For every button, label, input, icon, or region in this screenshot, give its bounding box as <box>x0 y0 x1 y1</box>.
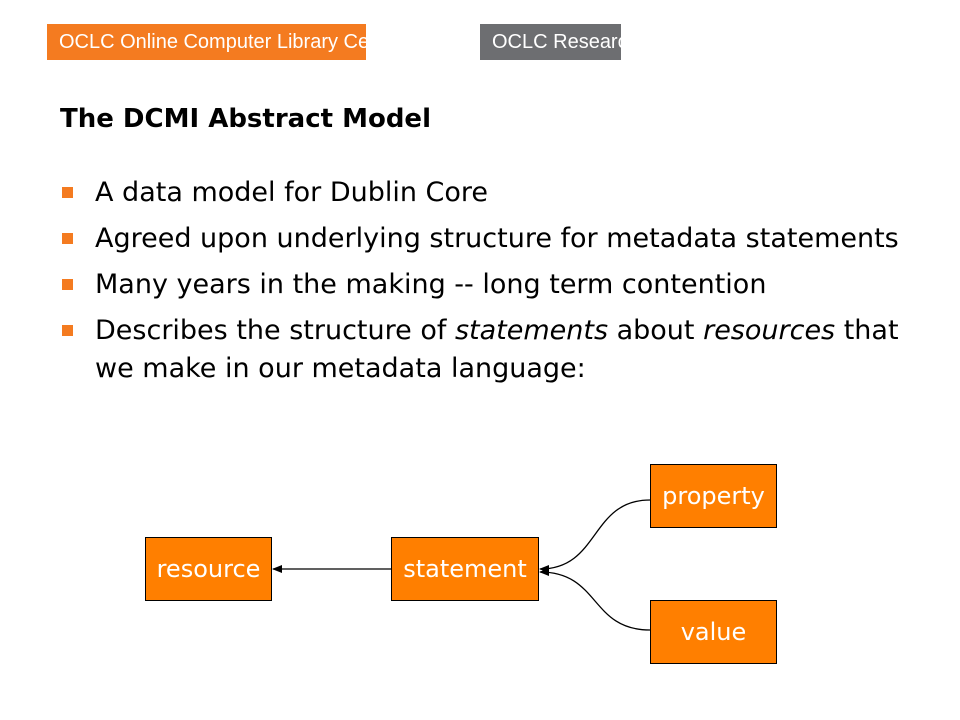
emphasis-statements: statements <box>454 315 609 346</box>
bullet-item: A data model for Dublin Core <box>60 174 920 212</box>
bullet-list: A data model for Dublin Core Agreed upon… <box>60 174 920 396</box>
square-bullet-icon <box>62 187 73 198</box>
bullet-text: A data model for Dublin Core <box>95 177 489 208</box>
node-value: value <box>650 600 777 664</box>
node-resource: resource <box>145 537 272 601</box>
node-statement: statement <box>391 537 539 601</box>
bullet-text: Describes the structure of statements ab… <box>95 315 899 384</box>
bullet-item: Many years in the making -- long term co… <box>60 266 920 304</box>
square-bullet-icon <box>62 325 73 336</box>
bullet-item: Describes the structure of statements ab… <box>60 312 920 388</box>
oclc-brand-banner: OCLC Online Computer Library Center <box>47 24 404 60</box>
bullet-item: Agreed upon underlying structure for met… <box>60 220 920 258</box>
edge-value-to-statement <box>539 568 651 631</box>
emphasis-resources: resources <box>703 315 836 346</box>
oclc-research-banner: OCLC Research <box>480 24 639 60</box>
bullet-text: Many years in the making -- long term co… <box>95 269 767 300</box>
slide-title: The DCMI Abstract Model <box>60 104 431 134</box>
node-property: property <box>650 464 777 528</box>
square-bullet-icon <box>62 233 73 244</box>
edge-property-to-statement <box>539 499 651 573</box>
square-bullet-icon <box>62 279 73 290</box>
bullet-text: Agreed upon underlying structure for met… <box>95 223 899 254</box>
